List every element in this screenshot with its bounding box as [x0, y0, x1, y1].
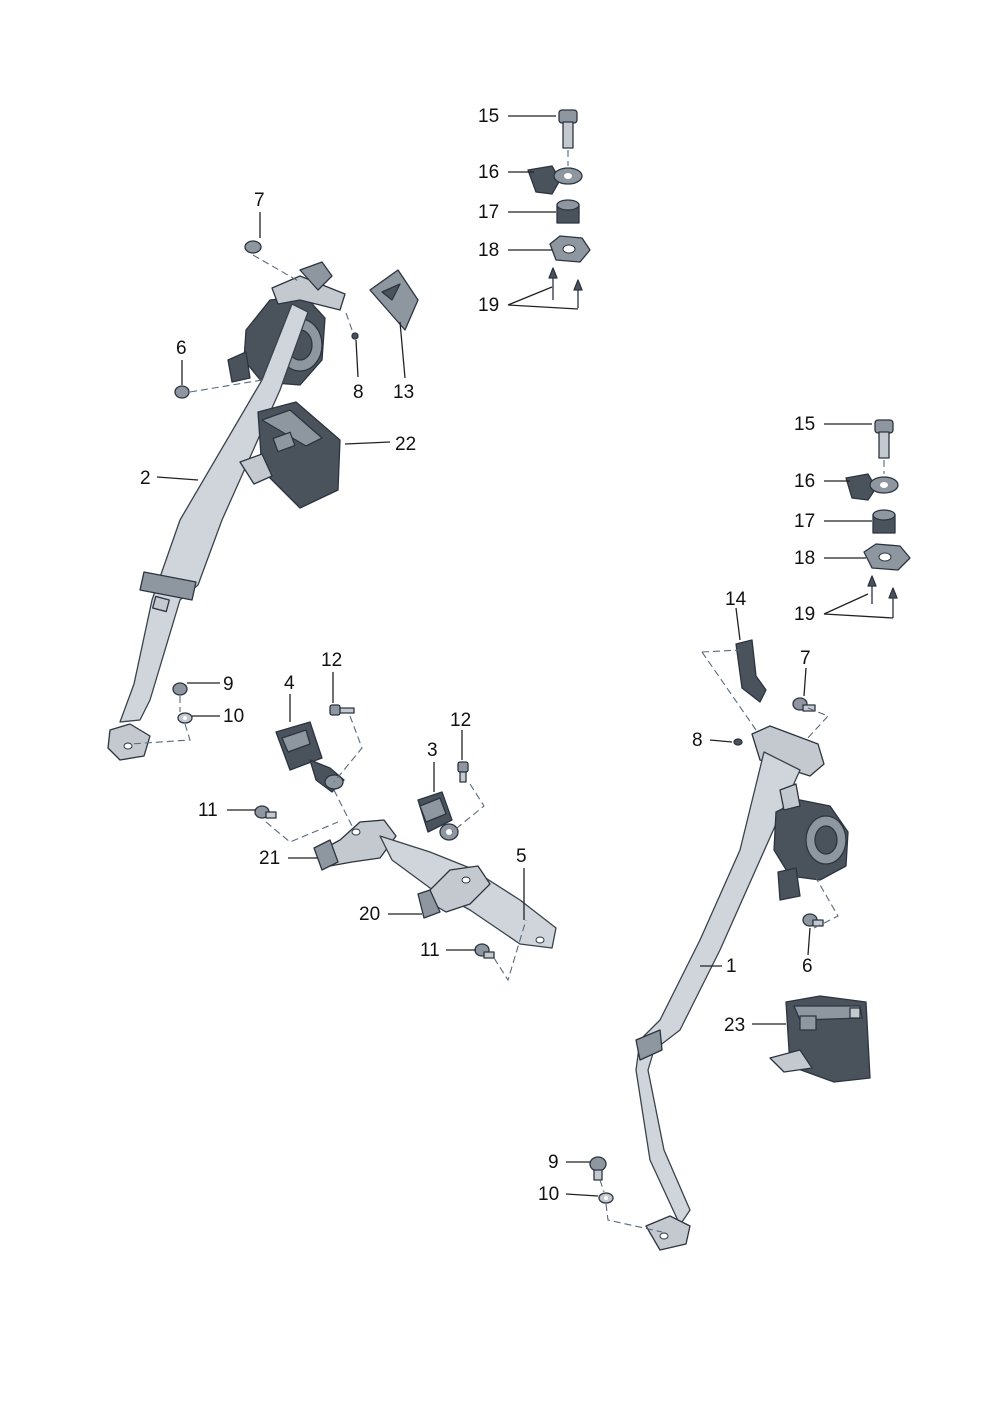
callout-19-top: 19: [478, 295, 499, 316]
bracket-14: [735, 639, 767, 703]
clips-19-top: [548, 267, 583, 308]
callout-12-b: 12: [450, 710, 471, 731]
bolt-15-top: [558, 109, 578, 149]
callout-15-right: 15: [794, 414, 815, 435]
left-belt-webbing: [119, 303, 309, 723]
right-belt-assembly: 14 7 8 1 6 23 9 10: [538, 589, 871, 1251]
callout-11-b: 11: [420, 940, 440, 961]
callout-10-right: 10: [538, 1184, 559, 1205]
callout-9-right: 9: [548, 1152, 559, 1173]
clips-19-right: [867, 575, 898, 618]
callout-11-a: 11: [198, 800, 218, 821]
bolt-7-left: [244, 240, 262, 254]
callout-10-left: 10: [223, 706, 244, 727]
bolt-6-left: [174, 385, 190, 399]
callout-12-a: 12: [321, 650, 342, 671]
bolt-15-right: [874, 419, 894, 459]
callout-6-right: 6: [802, 956, 813, 977]
bolt-9-right: [589, 1156, 607, 1181]
washer-10-left: [177, 712, 193, 724]
callout-8-right: 8: [692, 730, 703, 751]
callout-17-top: 17: [478, 202, 499, 223]
bolt-12-a: [329, 704, 355, 716]
bracket-16-top: [527, 165, 583, 195]
callout-2: 2: [140, 468, 151, 489]
callout-14: 14: [725, 589, 747, 610]
bolt-11-a: [254, 805, 277, 819]
callout-16-right: 16: [794, 471, 815, 492]
bolt-9-left: [172, 682, 188, 696]
left-belt-assembly: 7 6 8 13 22 2 9 10: [107, 190, 419, 761]
plate-18-top: [549, 235, 591, 263]
buckle-3: [417, 791, 459, 841]
callout-7-left: 7: [254, 190, 265, 211]
callout-4: 4: [284, 673, 295, 694]
callout-23: 23: [724, 1015, 745, 1036]
plate-18-right: [863, 543, 911, 571]
callout-22: 22: [395, 434, 416, 455]
callout-5: 5: [516, 846, 527, 867]
spacer-17-top: [556, 199, 580, 224]
screw-8-right: [733, 738, 743, 746]
bracket-21: [313, 819, 397, 871]
callout-6-left: 6: [176, 338, 187, 359]
bolt-12-b: [457, 761, 469, 783]
bolt-6-right: [802, 913, 824, 927]
callout-7-right: 7: [800, 648, 811, 669]
callout-9-left: 9: [223, 674, 234, 695]
bracket-13: [369, 269, 419, 331]
callout-8-left: 8: [353, 382, 364, 403]
cover-23: [769, 995, 871, 1083]
left-anchor-plate: [107, 723, 151, 761]
callout-18-top: 18: [478, 240, 499, 261]
callout-20: 20: [359, 904, 380, 925]
buckle-4: [275, 721, 345, 793]
right-anchor-plate: [645, 1215, 691, 1251]
callout-15-top: 15: [478, 106, 499, 127]
fastener-stack-right: 15 16 17 18 19: [794, 414, 911, 625]
callout-18-right: 18: [794, 548, 815, 569]
callout-19-right: 19: [794, 604, 815, 625]
cover-22: [239, 401, 341, 509]
callout-17-right: 17: [794, 511, 815, 532]
spacer-17-right: [872, 509, 896, 534]
fastener-stack-top: 15 16 17 18 19: [478, 106, 591, 316]
bolt-11-b: [474, 943, 495, 959]
callout-21: 21: [259, 848, 280, 869]
bracket-20: [417, 865, 491, 919]
buckle-assembly: 4 12 3 12 11 21 5 20 11: [198, 650, 557, 982]
callout-13: 13: [393, 382, 414, 403]
callout-3: 3: [427, 740, 438, 761]
washer-10-right: [598, 1192, 614, 1204]
callout-16-top: 16: [478, 162, 499, 183]
right-retractor: [773, 783, 849, 901]
right-upper-guide: [751, 725, 825, 777]
callout-1: 1: [726, 956, 737, 977]
screw-8-left: [351, 332, 359, 340]
left-belt-guide: [139, 571, 197, 601]
bracket-16-right: [845, 473, 899, 501]
